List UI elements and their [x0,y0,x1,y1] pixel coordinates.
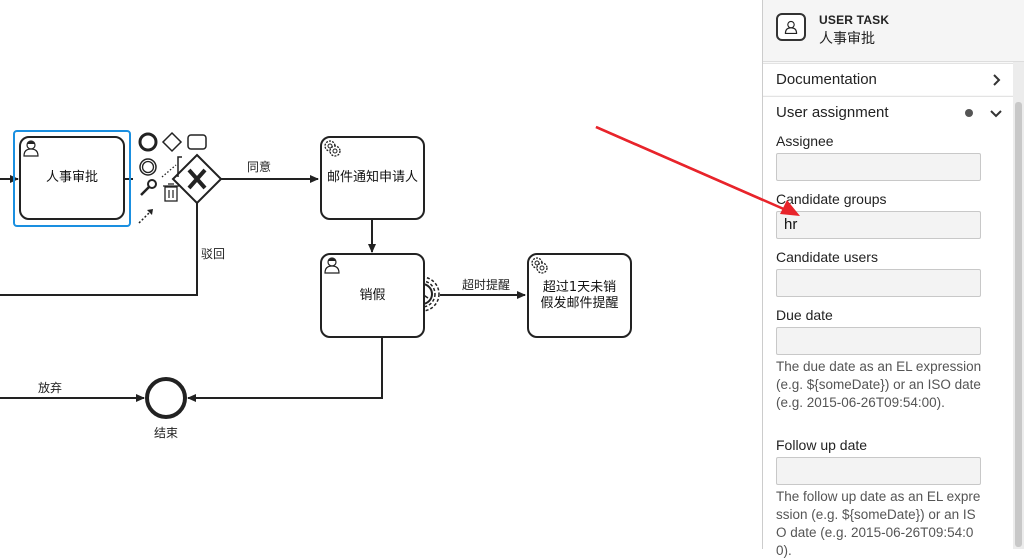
end-event-label: 结束 [154,426,179,440]
group-user-assignment[interactable]: User assignment [763,96,1013,128]
flow-label-agree: 同意 [247,160,272,174]
task-cancel-leave[interactable]: 销假 [320,253,425,338]
due-date-label: Due date [776,307,833,323]
candidate-groups-label: Candidate groups [776,191,887,207]
chevron-right-icon [993,74,1001,86]
task-label: 销假 [359,287,386,303]
task-label: 邮件通知申请人 [326,170,418,185]
gear-icon [324,140,341,157]
candidate-groups-input[interactable]: hr [776,211,981,239]
append-task-icon[interactable] [187,134,207,150]
user-assignment-fields: Assignee Candidate groups hr Candidate u… [763,128,1013,558]
candidate-users-label: Candidate users [776,249,878,265]
assignee-input[interactable] [776,153,981,181]
element-name: 人事审批 [819,31,875,47]
annotation-arrow [595,125,787,212]
task-overdue-mail[interactable]: 超过1天未销假发邮件提醒 [527,253,632,338]
sequence-flow-cancel-to-end[interactable] [187,338,383,402]
follow-up-date-input[interactable] [776,457,981,485]
panel-scrollbar[interactable] [1013,62,1024,549]
append-gateway-icon[interactable] [161,131,183,153]
change-type-wrench-icon[interactable] [140,179,157,196]
user-task-icon [776,13,806,41]
task-label: 人事审批 [45,170,98,185]
chevron-down-icon [990,110,1002,118]
append-text-annotation-icon[interactable] [177,156,182,177]
connect-dotted-icon[interactable] [161,164,177,178]
follow-up-date-label: Follow up date [776,437,868,453]
group-documentation[interactable]: Documentation [763,63,1013,95]
candidate-users-input[interactable] [776,269,981,297]
task-label: 超过1天未销假发邮件提醒 [540,279,619,311]
sequence-flow-reject[interactable] [0,203,198,296]
append-intermediate-event-icon[interactable] [139,158,157,176]
append-end-event-icon[interactable] [138,132,158,152]
group-title: User assignment [776,104,889,121]
exclusive-gateway[interactable] [171,153,223,205]
flow-label-abandon: 放弃 [38,381,63,395]
panel-scrollbar-thumb[interactable] [1015,102,1022,547]
follow-up-date-description: The follow up date as an EL expression (… [776,489,981,558]
due-date-input[interactable] [776,327,981,355]
panel-header: USER TASK 人事审批 [763,0,1024,62]
group-title: Documentation [776,71,877,88]
properties-panel: USER TASK 人事审批 Documentation User assign… [762,0,1024,558]
user-icon [324,257,340,274]
element-type: USER TASK [819,13,890,27]
due-date-description: The due date as an EL expression (e.g. $… [776,359,982,410]
user-icon [23,140,39,157]
assignee-label: Assignee [776,133,834,149]
connect-arrow-icon[interactable] [138,208,154,224]
delete-trash-icon[interactable] [163,183,179,202]
task-hr-approve[interactable]: 人事审批 [19,136,125,220]
selection-outline [13,130,131,227]
bpmn-canvas[interactable]: 人事审批 邮件通知申请人 销假 超过1天未销假发邮件提醒 同意 驳回 超时提醒 … [0,0,787,549]
group-has-value-dot [965,109,973,117]
task-mail-notify[interactable]: 邮件通知申请人 [320,136,425,220]
end-event[interactable] [145,377,187,419]
context-pad [136,131,210,231]
flow-label-timeout: 超时提醒 [462,278,511,292]
gear-icon [531,257,548,274]
flow-label-reject: 驳回 [201,247,226,261]
